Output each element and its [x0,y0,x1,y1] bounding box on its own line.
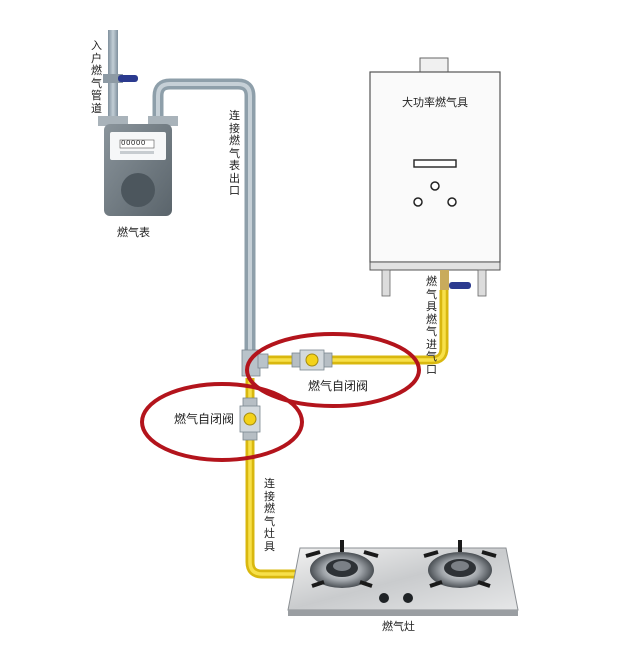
heater-valve-handle-icon[interactable] [449,282,471,289]
heater-supply-pipe [262,290,449,365]
heater-inlet [440,270,471,290]
meter-outlet-label: 连接燃气表出口 [229,109,240,197]
valve-right-label: 燃气自闭阀 [308,379,369,393]
stove-label: 燃气灶 [382,620,415,633]
gas-stove [287,540,519,616]
valve-right[interactable] [291,349,333,371]
meter-reading: 00000 [121,139,146,147]
valve-left-label: 燃气自闭阀 [174,412,235,426]
heater-label: 大功率燃气具 [402,96,468,109]
highlight-ring-right [245,332,421,408]
to-stove-label: 连接燃气灶具 [264,477,275,553]
heater-inlet-label: 燃气具燃气进气口 [426,275,437,376]
gas-meter-label: 燃气表 [117,226,150,239]
stove-knob-left-icon[interactable] [379,593,389,603]
gas-heater [369,57,501,297]
valve-left[interactable] [239,397,261,441]
highlight-ring-left [140,382,304,462]
meter-outlet-pipe [152,78,256,358]
inlet-valve-handle-icon[interactable] [118,75,138,82]
stove-supply-pipe [245,378,300,579]
inlet-pipe-label: 入户燃气管道 [91,39,102,115]
gas-meter [98,116,178,216]
inlet-pipe [103,30,138,122]
stove-knob-right-icon[interactable] [403,593,413,603]
